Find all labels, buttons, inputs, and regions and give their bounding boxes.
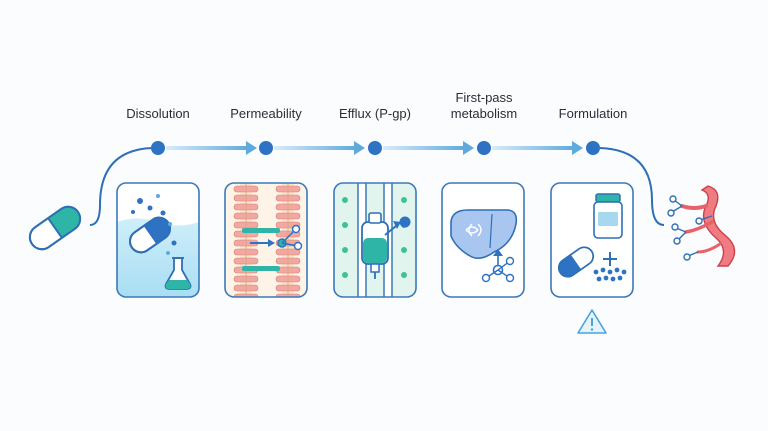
step-label: Dissolution <box>126 106 190 121</box>
end-connector <box>599 147 665 226</box>
capsule-icon <box>28 205 82 251</box>
step-node <box>368 141 382 155</box>
step-labels: Dissolution Permeability Efflux (P-gp) Firs… <box>126 90 627 121</box>
dissolution-icon <box>128 194 192 290</box>
step-label: Efflux (P-gp) <box>339 106 411 121</box>
step-node <box>586 141 600 155</box>
start-connector <box>89 147 153 226</box>
step-label: Formulation <box>559 106 628 121</box>
membrane-permeability-icon <box>233 183 303 297</box>
formulation-icon <box>558 193 627 282</box>
formulation-panel <box>550 182 634 298</box>
flow-arrow <box>492 141 583 155</box>
flow-arrows <box>166 141 583 155</box>
efflux-pump-icon <box>342 183 411 297</box>
step-node <box>259 141 273 155</box>
step-node <box>151 141 165 155</box>
blood-vessel-icon <box>667 185 736 267</box>
permeability-panel <box>224 182 308 298</box>
efflux-panel <box>333 182 417 298</box>
flow-arrow <box>383 141 474 155</box>
step-nodes <box>151 141 600 155</box>
step-label: Permeability <box>230 106 302 121</box>
metabolism-panel <box>441 182 525 298</box>
flow-arrow <box>166 141 257 155</box>
flow-arrow <box>274 141 365 155</box>
dissolution-panel <box>116 182 200 298</box>
step-node <box>477 141 491 155</box>
warning-icon <box>577 309 607 334</box>
liver-metabolism-icon <box>450 209 518 283</box>
